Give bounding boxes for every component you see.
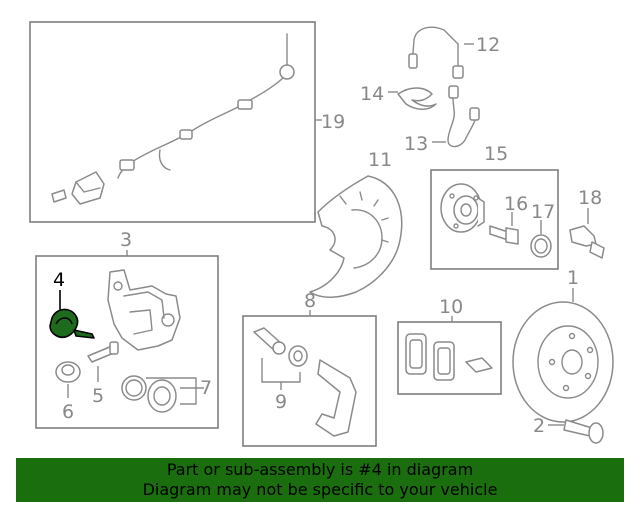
- callout-17: 17: [531, 201, 555, 223]
- callout-13: 13: [404, 133, 428, 155]
- part-8-box: [242, 315, 377, 447]
- callout-14: 14: [360, 83, 384, 105]
- callout-6: 6: [62, 401, 74, 423]
- parts-diagram: 19 12 14 13 11 15: [29, 21, 614, 447]
- part-2-rotor-screw[interactable]: 2: [533, 415, 604, 444]
- callout-1: 1: [567, 267, 579, 289]
- callout-15: 15: [484, 143, 508, 165]
- part-1-brake-rotor[interactable]: 1: [512, 267, 614, 423]
- part-4-highlighted[interactable]: 4: [49, 269, 95, 339]
- part-19-wear-sensor-group[interactable]: 19: [29, 21, 345, 223]
- callout-8: 8: [304, 290, 316, 312]
- part-10-brake-pads-group[interactable]: 10: [397, 296, 502, 395]
- info-banner: Part or sub-assembly is #4 in diagram Di…: [16, 458, 624, 502]
- part-12-brake-hose[interactable]: 12: [408, 26, 500, 79]
- callout-5: 5: [92, 385, 104, 407]
- callout-4: 4: [53, 269, 65, 291]
- callout-19: 19: [321, 111, 345, 133]
- callout-7: 7: [200, 377, 212, 399]
- callout-12: 12: [476, 34, 500, 56]
- part-15-box: [430, 169, 559, 270]
- part-11-dust-shield[interactable]: 11: [309, 149, 403, 298]
- part-14-bracket[interactable]: 14: [360, 83, 437, 110]
- part-18-abs-sensor[interactable]: 18: [569, 187, 605, 259]
- callout-11: 11: [368, 149, 392, 171]
- callout-2: 2: [533, 415, 545, 437]
- callout-9: 9: [275, 391, 287, 413]
- part-13-brake-line[interactable]: 13: [404, 85, 480, 155]
- part-3-caliper-group[interactable]: 3 5 6 7: [35, 229, 219, 429]
- part-3-box: [35, 255, 219, 429]
- part-8-pad-hardware-group[interactable]: 8 9: [242, 290, 377, 447]
- part-19-box: [29, 21, 316, 223]
- callout-3: 3: [120, 229, 132, 251]
- callout-10: 10: [439, 296, 463, 318]
- part-15-hub-group[interactable]: 15 16 17: [430, 143, 559, 270]
- banner-line-2: Diagram may not be specific to your vehi…: [142, 480, 498, 499]
- callout-16: 16: [504, 193, 528, 215]
- callout-18: 18: [578, 187, 602, 209]
- part-10-box: [397, 321, 502, 395]
- banner-line-1: Part or sub-assembly is #4 in diagram: [166, 460, 474, 479]
